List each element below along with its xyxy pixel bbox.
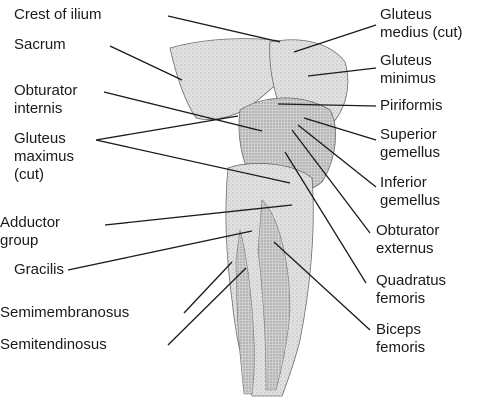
label-text: Semitendinosus — [0, 336, 107, 354]
label-text: Superior — [380, 126, 440, 144]
leader-crest-of-ilium — [168, 16, 280, 42]
label-text: internis — [14, 100, 77, 118]
label-biceps-femoris: Biceps femoris — [376, 321, 425, 357]
label-gluteus-minimus: Gluteus minimus — [380, 52, 436, 88]
label-text: Gluteus — [380, 52, 436, 70]
label-text: gemellus — [380, 144, 440, 162]
label-gluteus-maximus: Gluteus maximus (cut) — [14, 130, 74, 184]
label-text: Crest of ilium — [14, 6, 102, 24]
label-text: Obturator — [14, 82, 77, 100]
label-text: Obturator — [376, 222, 439, 240]
label-quadratus-femoris: Quadratus femoris — [376, 272, 446, 308]
label-text: femoris — [376, 290, 446, 308]
label-text: Gluteus — [14, 130, 74, 148]
label-text: Adductor — [0, 214, 60, 232]
label-gluteus-medius: Gluteus medius (cut) — [380, 6, 463, 42]
label-text: Quadratus — [376, 272, 446, 290]
leader-gluteus-maximus-a — [96, 116, 238, 140]
label-obturator-internis: Obturator internis — [14, 82, 77, 118]
label-text: externus — [376, 240, 439, 258]
label-text: Gluteus — [380, 6, 463, 24]
label-semitendinosus: Semitendinosus — [0, 336, 107, 354]
label-text: Piriformis — [380, 97, 443, 115]
label-text: group — [0, 232, 60, 250]
label-text: Sacrum — [14, 36, 66, 54]
label-obturator-externus: Obturator externus — [376, 222, 439, 258]
label-text: (cut) — [14, 166, 74, 184]
label-text: gemellus — [380, 192, 440, 210]
leader-gracilis — [68, 231, 252, 270]
label-adductor-group: Adductor group — [0, 214, 60, 250]
label-text: Biceps — [376, 321, 425, 339]
label-sacrum: Sacrum — [14, 36, 66, 54]
label-piriformis: Piriformis — [380, 97, 443, 115]
label-crest-of-ilium: Crest of ilium — [14, 6, 102, 24]
label-superior-gemellus: Superior gemellus — [380, 126, 440, 162]
label-semimembranosus: Semimembranosus — [0, 304, 129, 322]
label-text: medius (cut) — [380, 24, 463, 42]
label-text: maximus — [14, 148, 74, 166]
label-text: Semimembranosus — [0, 304, 129, 322]
label-text: femoris — [376, 339, 425, 357]
leader-gluteus-medius — [294, 25, 376, 52]
label-text: Inferior — [380, 174, 440, 192]
label-text: Gracilis — [14, 261, 64, 279]
label-inferior-gemellus: Inferior gemellus — [380, 174, 440, 210]
label-text: minimus — [380, 70, 436, 88]
label-gracilis: Gracilis — [14, 261, 64, 279]
